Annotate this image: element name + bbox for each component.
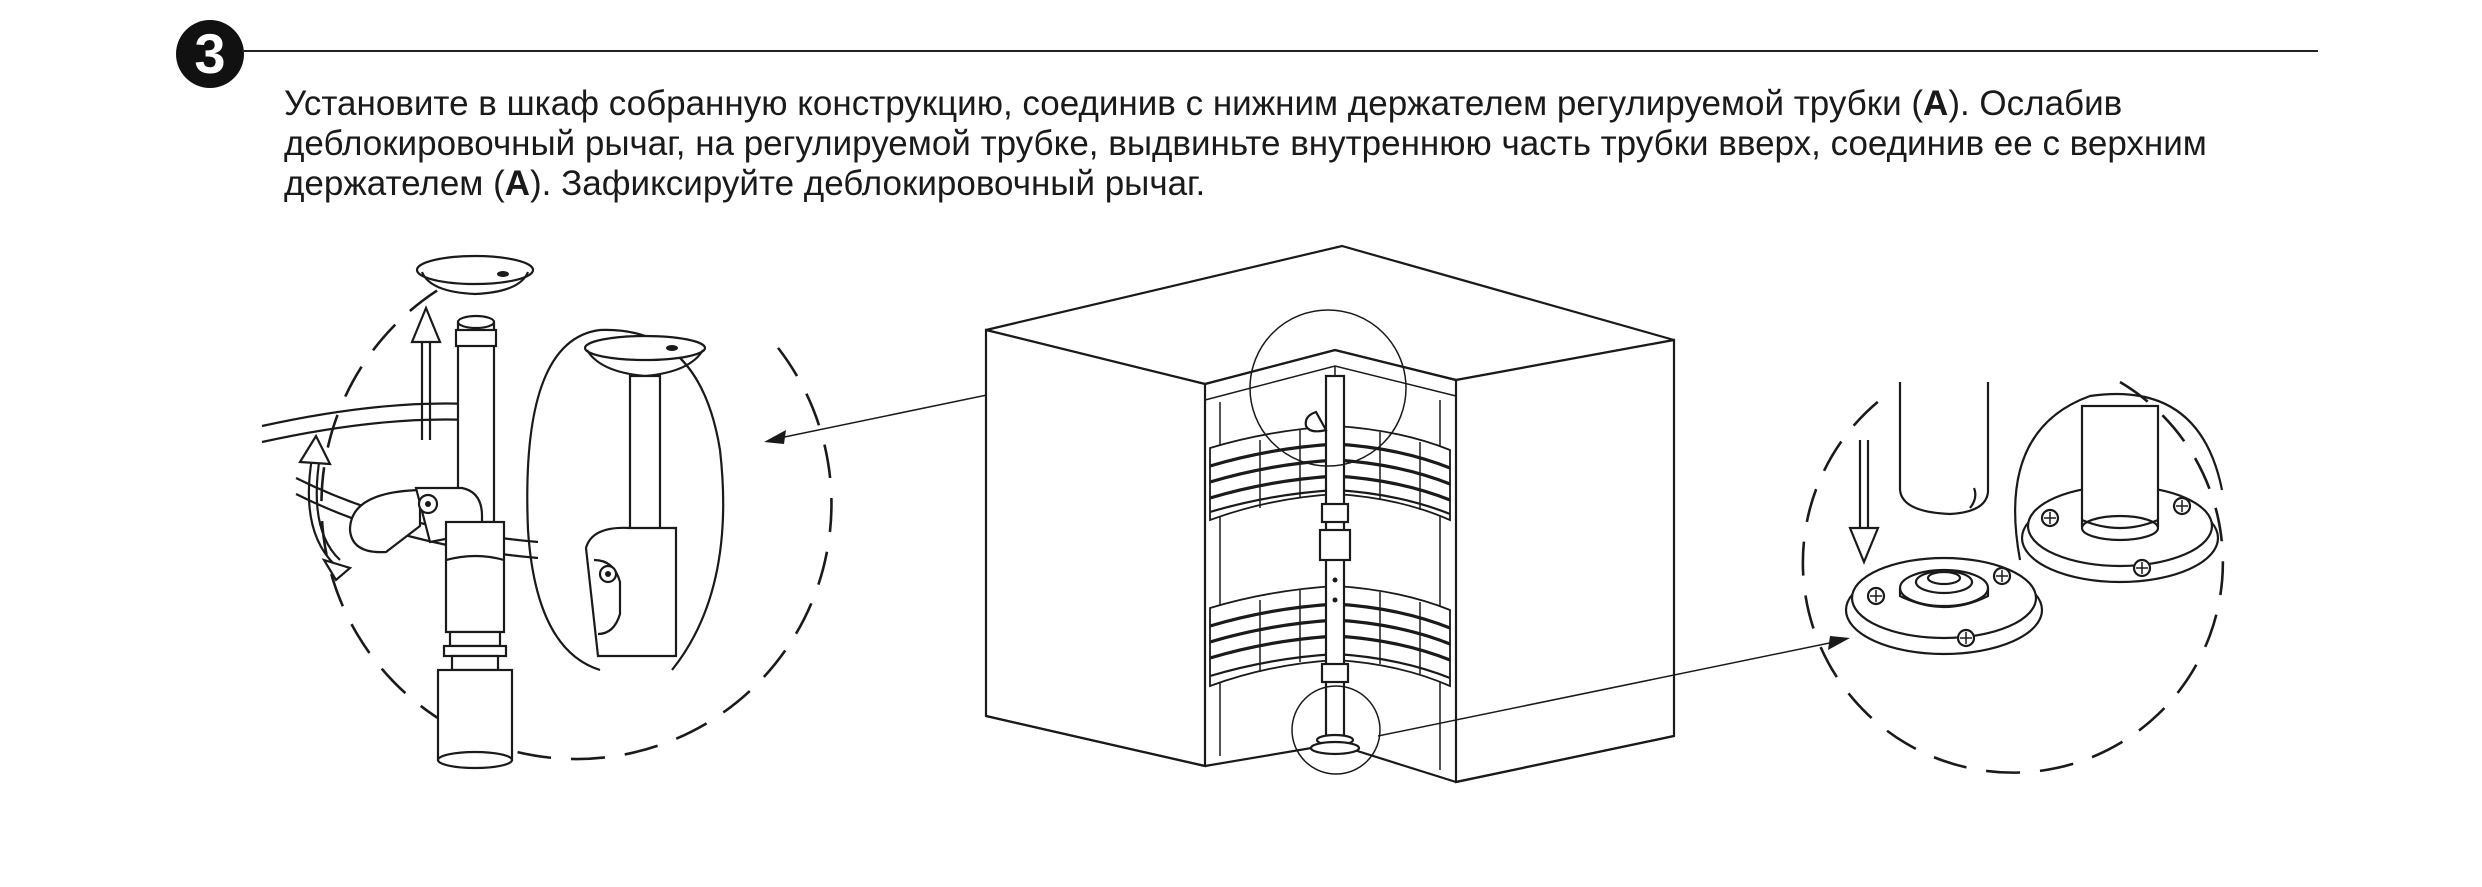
inset-detail: [526, 328, 725, 672]
corner-cabinet: [984, 244, 1676, 784]
zoom-circle-top: [1249, 309, 1407, 467]
mounted-base: [2020, 404, 2220, 584]
instruction-part-3: ). Зафиксируйте деблокировочный рычаг.: [530, 164, 1206, 203]
leader-line-lower: [1377, 636, 1850, 737]
shelf-rim-line: [261, 418, 471, 444]
instruction-text: Установите в шкаф собранную конструкцию,…: [284, 84, 2334, 204]
rotation-arrow-icon: [298, 433, 353, 582]
outer-tube: [436, 520, 514, 770]
reference-label-a: A: [1923, 84, 1949, 123]
lower-holder-detail: [1801, 380, 2225, 774]
screw-head-icon: [1992, 566, 2012, 586]
detail-circle-left: [320, 264, 833, 761]
down-arrow-icon: [1848, 440, 1880, 565]
release-lever: [348, 486, 484, 554]
screw-head-icon: [2132, 558, 2152, 578]
assembly-illustration: [0, 230, 2482, 882]
tube-end: [1898, 382, 1990, 516]
up-arrow-icon: [410, 305, 442, 440]
inset-circle-right: [2014, 392, 2224, 561]
upper-holder-detail: [261, 254, 833, 770]
lower-holder-base: [1844, 556, 2044, 656]
top-holder-cap: [415, 254, 535, 296]
step-header: 3: [176, 20, 2318, 92]
reference-label-a: A: [504, 164, 531, 203]
assembly-drawing: [261, 244, 2225, 784]
shelf-rim-line: [261, 402, 471, 428]
screw-head-icon: [1956, 628, 1976, 648]
screw-head-icon: [1866, 586, 1886, 606]
zoom-circle-bottom: [1291, 685, 1381, 775]
instruction-part-2: ). Ослабив деблокировочный рычаг, на рег…: [284, 84, 2207, 203]
screw-head-icon: [2172, 496, 2192, 516]
step-number-badge: 3: [176, 20, 244, 88]
screw-head-icon: [2040, 508, 2060, 528]
header-divider: [242, 50, 2318, 52]
detail-circle-right: [1801, 380, 2225, 774]
instruction-part-1: Установите в шкаф собранную конструкцию,…: [284, 84, 1924, 123]
